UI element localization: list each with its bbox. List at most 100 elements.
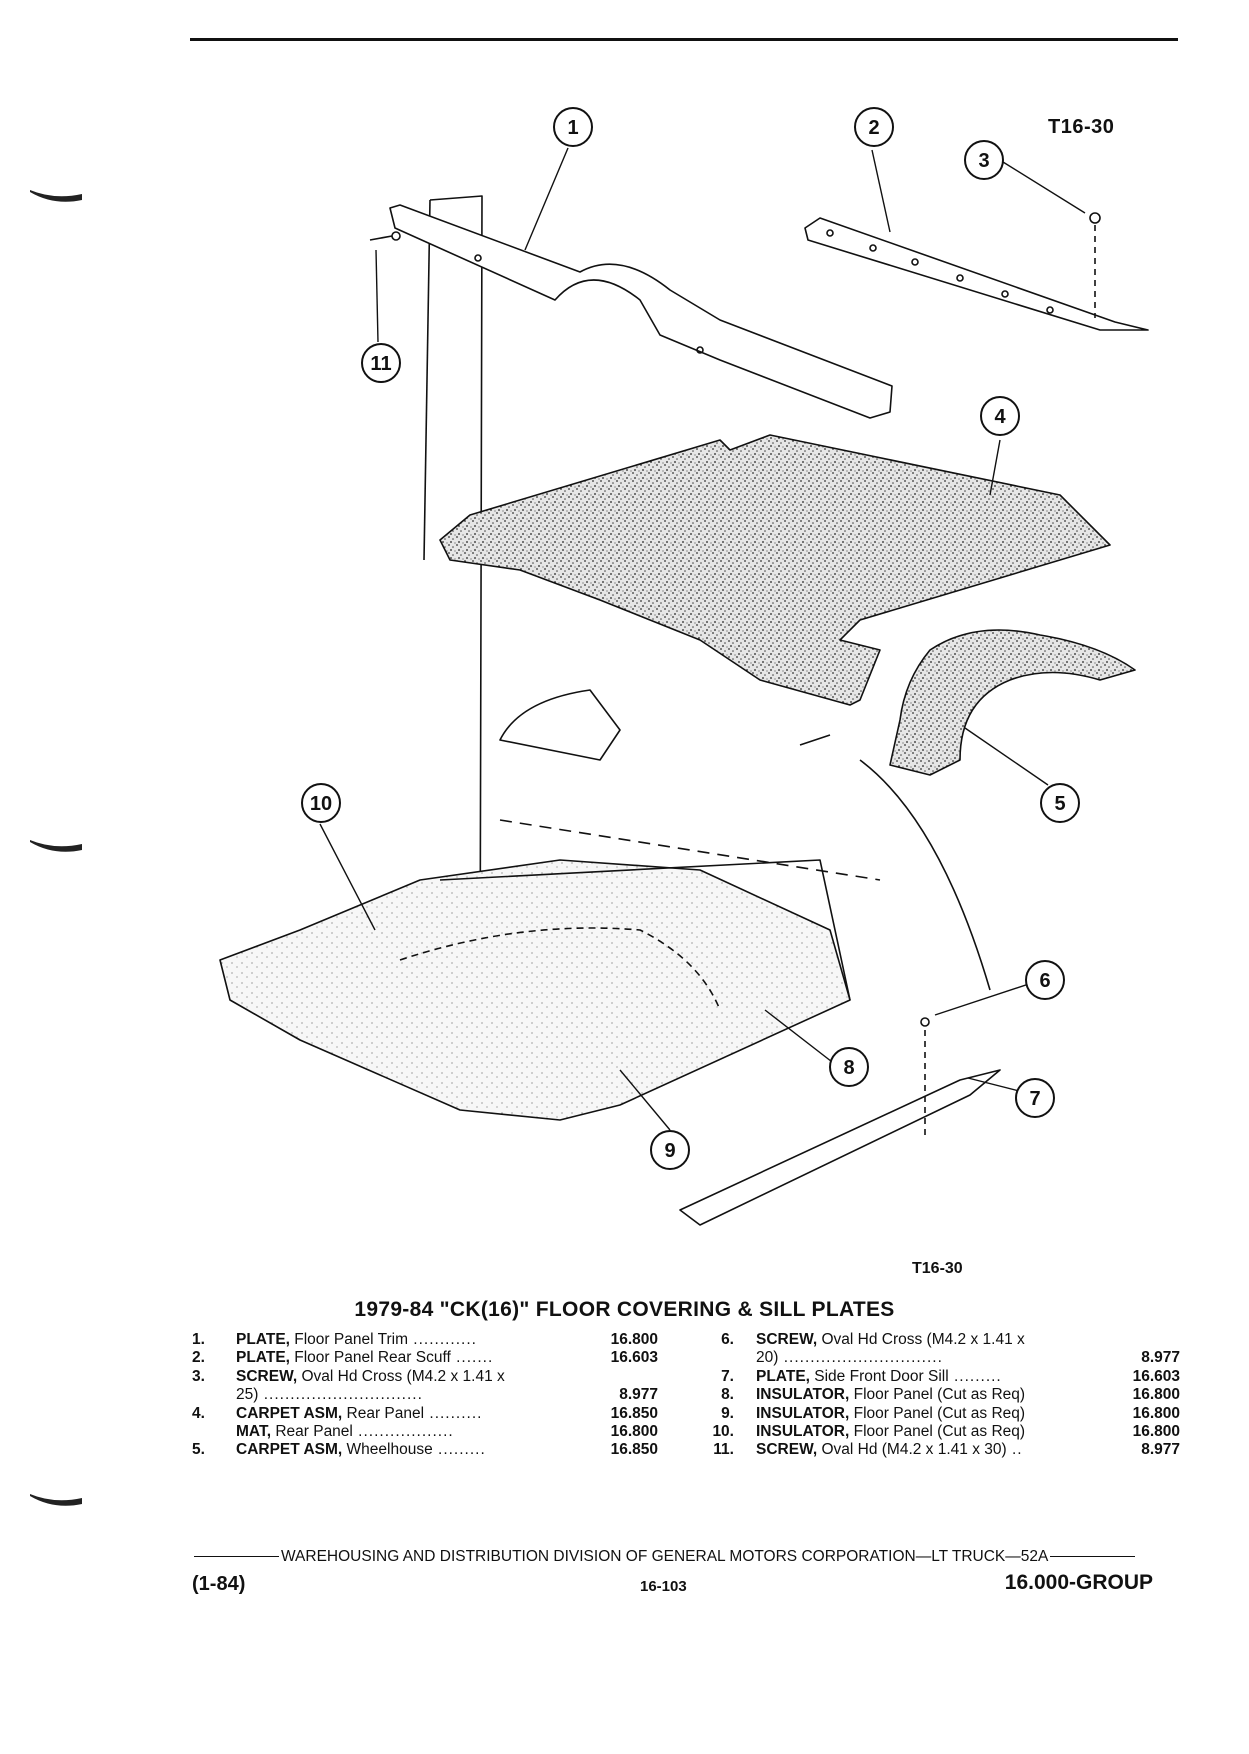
part-detail: Oval Hd (M4.2 x 1.41 x 30) <box>817 1441 1007 1459</box>
part-name: SCREW, <box>756 1441 818 1459</box>
part-name: PLATE, <box>236 1331 290 1348</box>
callout-label: 6 <box>1039 970 1050 992</box>
part-description: 20) .............................. <box>756 1349 1100 1367</box>
leader-dots: .......... <box>424 1404 483 1422</box>
callout-label: 7 <box>1029 1088 1040 1110</box>
group-reference: 16.603 <box>1132 1367 1180 1385</box>
binder-mark <box>30 840 82 852</box>
part-name: PLATE, <box>236 1349 290 1367</box>
part-description: CARPET ASM, Rear Panel .......... <box>236 1405 578 1423</box>
parts-list-row: 11.SCREW, Oval Hd (M4.2 x 1.41 x 30) ..8… <box>708 1441 1180 1459</box>
group-reference: 16.800 <box>1132 1404 1180 1422</box>
parts-list-row: 5.CARPET ASM, Wheelhouse .........16.850 <box>192 1441 658 1459</box>
revision-date: (1-84) <box>192 1573 246 1595</box>
group-reference: 16.800 <box>1132 1422 1180 1440</box>
leader-dots: .............................. <box>778 1349 943 1367</box>
part-description: INSULATOR, Floor Panel (Cut as Req) <box>756 1423 1100 1441</box>
part-number: 5. <box>192 1441 205 1459</box>
part-description: PLATE, Side Front Door Sill ......... <box>756 1368 1100 1386</box>
callout-label: 11 <box>370 353 391 375</box>
parts-list-row: 7.PLATE, Side Front Door Sill .........1… <box>708 1368 1180 1386</box>
part-detail: Rear Panel <box>342 1404 425 1422</box>
top-rule <box>190 38 1178 41</box>
part-description: INSULATOR, Floor Panel (Cut as Req) <box>756 1386 1100 1404</box>
part-name: CARPET ASM, <box>236 1441 343 1459</box>
callout-label: 2 <box>868 117 879 139</box>
callout-label: 4 <box>994 406 1006 428</box>
group-reference: 8.977 <box>619 1386 658 1404</box>
binder-mark <box>30 190 82 202</box>
part-number: 10. <box>712 1422 734 1440</box>
leader-dots: ......... <box>948 1367 1002 1385</box>
part-detail: Wheelhouse <box>342 1441 433 1459</box>
part-number: 6. <box>721 1331 734 1348</box>
parts-list-left: 1. PLATE, Floor Panel Trim ............ 16… <box>192 1331 658 1460</box>
part-detail: Oval Hd Cross (M4.2 x 1.41 x <box>817 1331 1025 1348</box>
callout-label: 9 <box>664 1140 675 1162</box>
part-number: 9. <box>721 1404 734 1422</box>
leader-dots: .................. <box>352 1422 454 1440</box>
part-number: 4. <box>192 1404 205 1422</box>
footer-text: WAREHOUSING AND DISTRIBUTION DIVISION OF… <box>281 1548 1049 1565</box>
callout-label: 10 <box>310 793 332 815</box>
part-detail: Floor Panel (Cut as Req) <box>849 1386 1026 1404</box>
part-description: SCREW, Oval Hd Cross (M4.2 x 1.41 x <box>756 1331 1100 1349</box>
section-title: 1979-84 "CK(16)" FLOOR COVERING & SILL P… <box>354 1298 895 1321</box>
part-description: CARPET ASM, Wheelhouse ......... <box>236 1441 578 1459</box>
part-name: SCREW, <box>236 1367 298 1385</box>
leader-dots: ....... <box>450 1349 494 1367</box>
part-description: INSULATOR, Floor Panel (Cut as Req) <box>756 1405 1100 1423</box>
part-detail: Floor Panel Rear Scuff <box>289 1349 451 1367</box>
part-detail: Side Front Door Sill <box>809 1367 949 1385</box>
group-reference: 16.800 <box>1132 1386 1180 1404</box>
part-description: SCREW, Oval Hd (M4.2 x 1.41 x 30) .. <box>756 1441 1100 1459</box>
parts-list-row: 25) .............................. 8.977 <box>192 1386 658 1404</box>
part-number: 8. <box>721 1386 734 1404</box>
leader-dots: .. <box>1006 1441 1023 1459</box>
callout-label: 5 <box>1054 793 1065 815</box>
part-number: 3. <box>192 1367 205 1385</box>
part-description: PLATE, Floor Panel Trim ............ <box>236 1331 578 1349</box>
part-name: INSULATOR, <box>756 1422 850 1440</box>
part-detail: 20) <box>756 1349 779 1367</box>
page-number: 16-103 <box>640 1578 687 1595</box>
parts-list-row: 4. CARPET ASM, Rear Panel .......... 16.85… <box>192 1405 658 1423</box>
part-description: MAT, Rear Panel .................. <box>236 1423 578 1441</box>
part-number: 1. <box>192 1331 205 1348</box>
parts-list-row: 1. PLATE, Floor Panel Trim ............ 16… <box>192 1331 658 1349</box>
parts-list-row: 10. INSULATOR, Floor Panel (Cut as Req) 16… <box>708 1423 1180 1441</box>
part-name: CARPET ASM, <box>236 1404 343 1422</box>
parts-list-row: 8. INSULATOR, Floor Panel (Cut as Req) 16.… <box>708 1386 1180 1404</box>
part-detail: Floor Panel Trim <box>289 1331 408 1348</box>
part-name: INSULATOR, <box>756 1404 850 1422</box>
part-description: 25) .............................. <box>236 1386 578 1404</box>
callout-label: 8 <box>843 1057 854 1079</box>
part-name: PLATE, <box>756 1367 810 1385</box>
part-name: MAT, <box>236 1422 272 1440</box>
illustration-code: T16-30 <box>1048 116 1115 138</box>
group-reference: 16.850 <box>610 1404 658 1422</box>
part-detail: Floor Panel (Cut as Req) <box>849 1422 1026 1440</box>
leader-dots: .............................. <box>258 1386 423 1404</box>
part-name: SCREW, <box>756 1331 818 1348</box>
binder-mark <box>30 1494 82 1506</box>
illustration-code-caption: T16-30 <box>912 1260 963 1277</box>
parts-list-row: 3. SCREW, Oval Hd Cross (M4.2 x 1.41 x <box>192 1368 658 1386</box>
part-description: PLATE, Floor Panel Rear Scuff ....... <box>236 1349 578 1367</box>
group-reference: 16.800 <box>610 1331 658 1348</box>
part-detail: 25) <box>236 1386 259 1404</box>
leader-dots: ............ <box>407 1331 477 1348</box>
group-number: 16.000-GROUP <box>1004 1571 1153 1594</box>
part-detail: Rear Panel <box>271 1422 353 1440</box>
part-detail: Oval Hd Cross (M4.2 x 1.41 x <box>297 1367 505 1385</box>
group-reference: 16.800 <box>610 1422 658 1440</box>
exploded-parts-illustration: 1 2 3 4 5 6 7 8 9 10 11 <box>219 107 1149 1226</box>
part-name: INSULATOR, <box>756 1386 850 1404</box>
part-number: 11. <box>713 1441 734 1459</box>
part-detail: Floor Panel (Cut as Req) <box>849 1404 1026 1422</box>
part-number: 2. <box>192 1349 205 1367</box>
footer-line: WAREHOUSING AND DISTRIBUTION DIVISION OF… <box>192 1548 1152 1566</box>
parts-list-row: MAT, Rear Panel .................. 16.800 <box>192 1423 658 1441</box>
leader-dots: ......... <box>432 1441 486 1459</box>
